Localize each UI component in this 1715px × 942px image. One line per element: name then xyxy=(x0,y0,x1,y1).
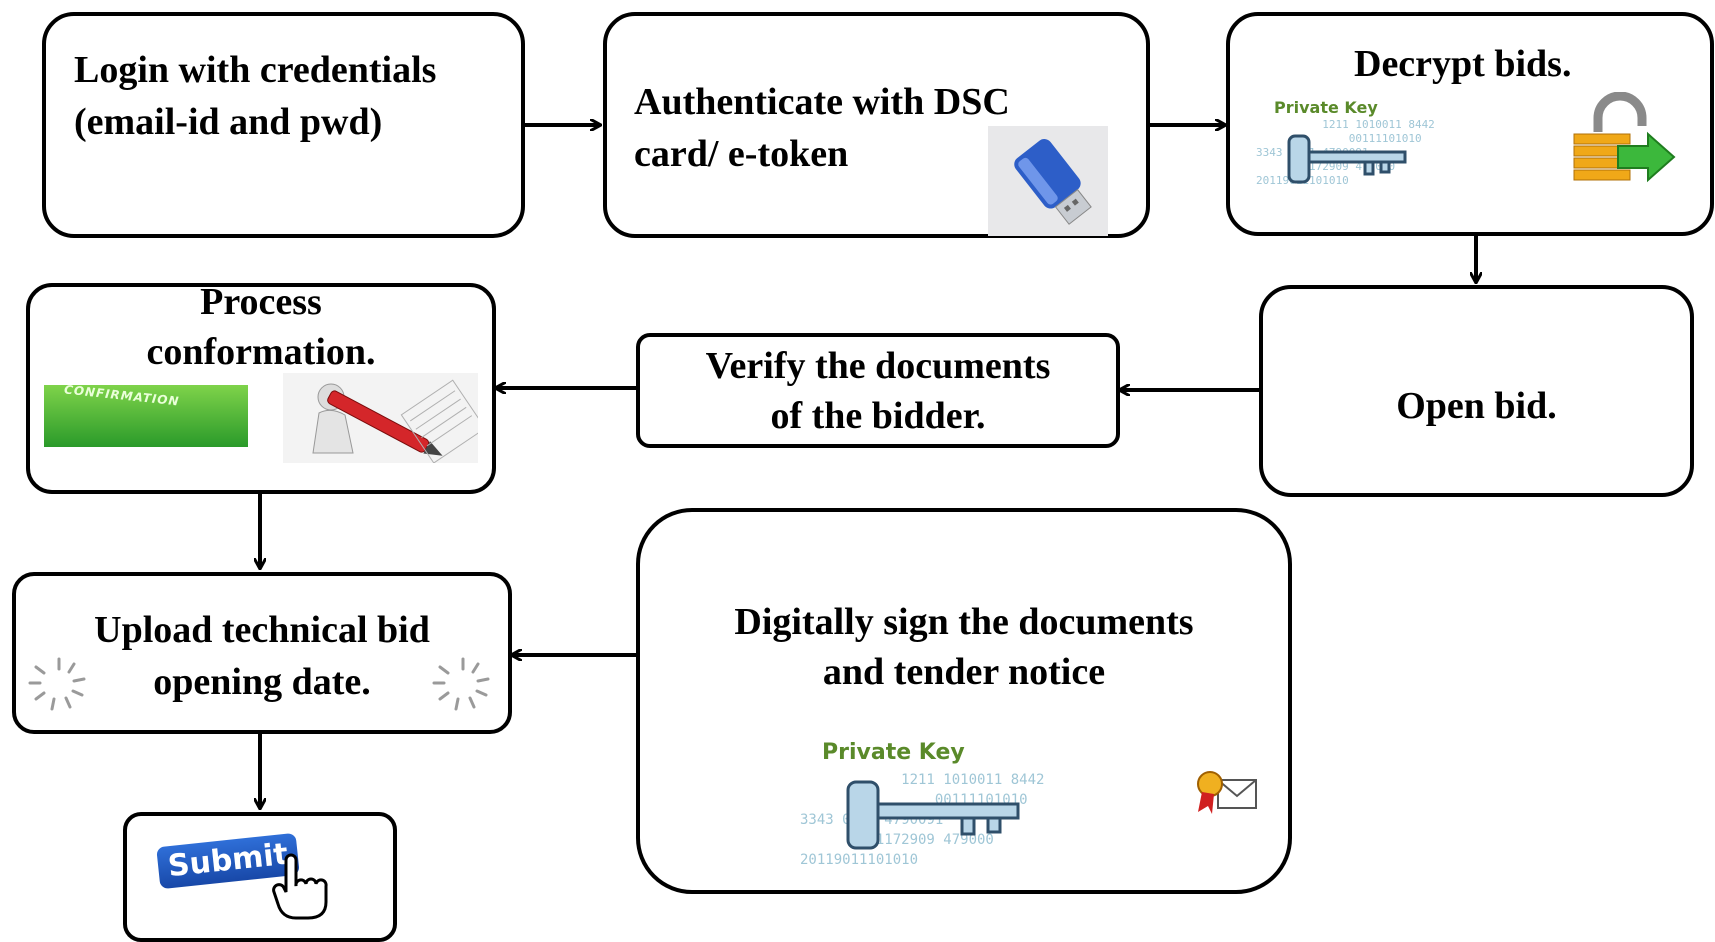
step-decrypt xyxy=(1226,12,1714,236)
authenticate-line1: Authenticate with DSC xyxy=(634,81,1010,123)
decrypt-label: Decrypt bids. xyxy=(1354,43,1572,85)
spinner-icon xyxy=(432,657,490,711)
unlock-icon xyxy=(1573,92,1676,183)
open-bid-label: Open bid. xyxy=(1396,385,1557,427)
key-icon xyxy=(846,780,1020,850)
step-upload-technical-bid xyxy=(12,572,512,734)
usb-token-icon xyxy=(988,126,1108,236)
certificate-mail-icon xyxy=(1197,771,1257,814)
login-line2: (email-id and pwd) xyxy=(74,101,383,143)
verify-line1: Verify the documents xyxy=(705,345,1051,387)
hand-cursor-icon xyxy=(272,853,328,920)
sign-line2: and tender notice xyxy=(822,651,1106,693)
step-login xyxy=(42,12,525,238)
verify-line2: of the bidder. xyxy=(770,395,986,437)
login-line1: Login with credentials xyxy=(74,49,437,91)
authenticate-line2: card/ e-token xyxy=(634,133,849,175)
sign-key-label: Private Key xyxy=(822,740,965,765)
upload-line2: opening date. xyxy=(153,661,371,703)
upload-line1: Upload technical bid xyxy=(94,609,430,651)
decrypt-key-label: Private Key xyxy=(1274,98,1378,117)
step-open-bid xyxy=(1259,285,1694,497)
confirmation-banner-icon: CONFIRMATION xyxy=(44,382,248,447)
sign-line1: Digitally sign the documents xyxy=(734,601,1194,643)
spinner-icon xyxy=(28,657,86,711)
step-verify xyxy=(636,333,1120,448)
process-line1: Process xyxy=(200,281,322,323)
process-line2: conformation. xyxy=(146,331,376,373)
key-icon xyxy=(1287,134,1407,184)
pen-figure-icon xyxy=(283,373,478,463)
